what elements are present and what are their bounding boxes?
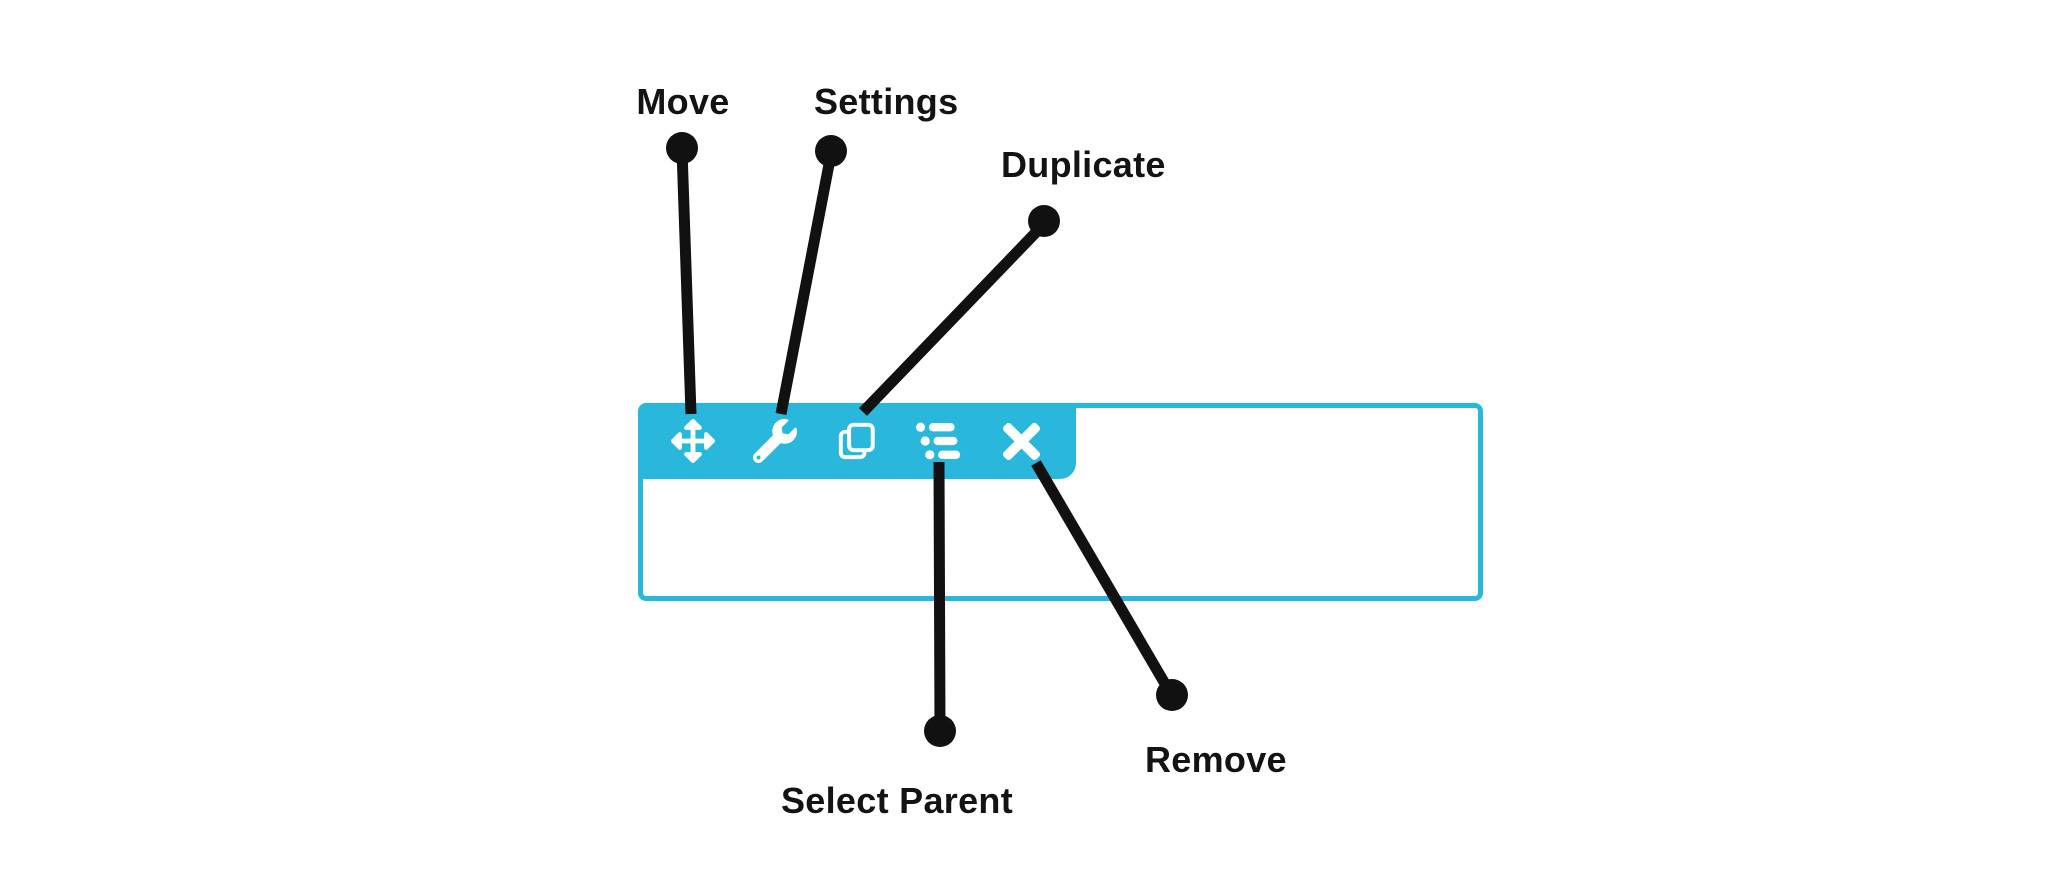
wrench-icon: [753, 419, 797, 463]
x-icon: [1002, 422, 1040, 460]
callout-dot-settings: [815, 135, 847, 167]
module-toolbar: [638, 403, 1076, 479]
callout-dot-remove: [1156, 679, 1188, 711]
move-button[interactable]: [670, 418, 716, 464]
callout-line-duplicate: [859, 220, 1048, 416]
copy-icon: [838, 422, 875, 460]
annotation-label-select-parent: Select Parent: [781, 780, 1014, 821]
callout-line-move: [676, 149, 697, 415]
remove-button[interactable]: [998, 418, 1044, 464]
annotation-label-settings: Settings: [814, 81, 959, 122]
settings-button[interactable]: [752, 418, 798, 464]
annotation-label-move: Move: [636, 81, 730, 122]
duplicate-button[interactable]: [834, 418, 880, 464]
annotation-label-duplicate: Duplicate: [1001, 144, 1166, 185]
move-icon: [671, 419, 715, 463]
callout-dot-select-parent: [924, 715, 956, 747]
annotation-label-remove: Remove: [1145, 739, 1287, 780]
list-icon: [916, 422, 961, 460]
callout-line-settings: [775, 152, 837, 416]
select-parent-button[interactable]: [916, 418, 962, 464]
callout-dot-duplicate: [1028, 205, 1060, 237]
callout-dot-move: [666, 132, 698, 164]
